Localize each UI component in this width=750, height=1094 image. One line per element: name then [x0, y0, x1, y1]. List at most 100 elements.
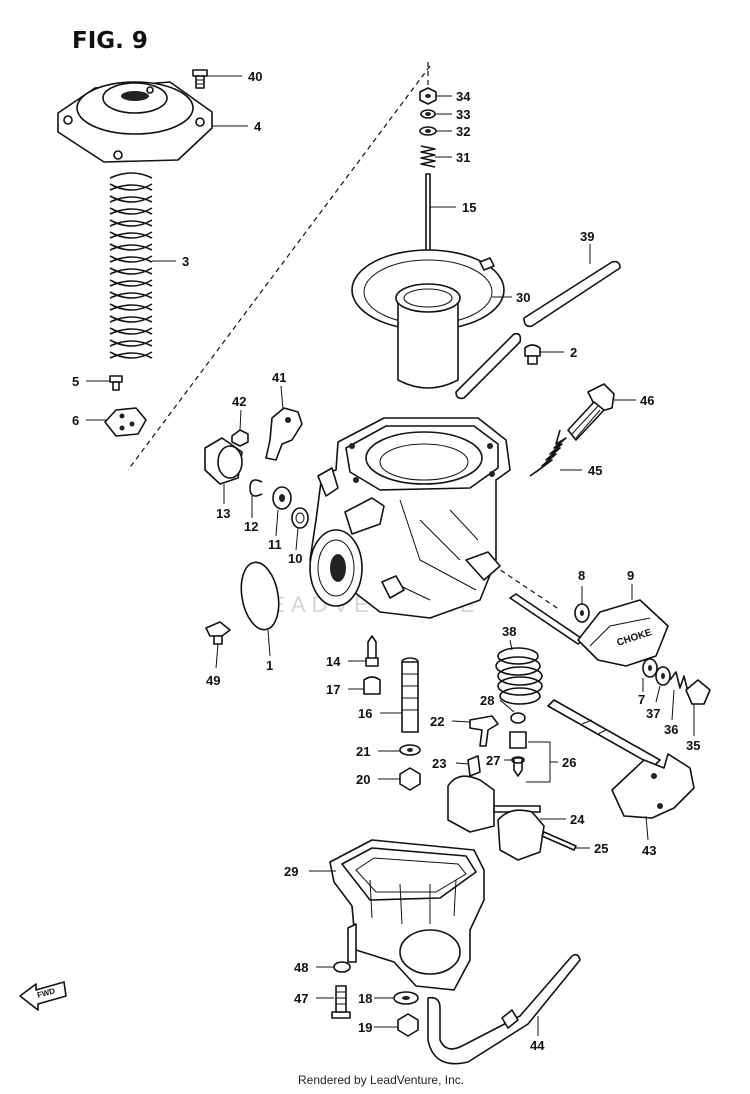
callout-13: 13	[216, 506, 230, 521]
part-18-washer	[393, 991, 419, 1005]
part-4-top-cover	[57, 81, 213, 163]
part-48-oring	[333, 961, 351, 973]
callout-26: 26	[562, 755, 576, 770]
callout-5: 5	[72, 374, 79, 389]
part-11-washer	[272, 486, 292, 510]
part-24-float	[447, 775, 545, 861]
part-23-screw	[467, 755, 481, 777]
part-19-screw	[397, 1013, 419, 1037]
callout-20: 20	[356, 772, 370, 787]
callout-15: 15	[462, 200, 476, 215]
callout-19: 19	[358, 1020, 372, 1035]
part-43-throttle-lever	[547, 699, 695, 819]
callout-27: 27	[486, 753, 500, 768]
callout-38: 38	[502, 624, 516, 639]
part-7-washer	[642, 658, 658, 678]
part-20-main-jet	[399, 767, 421, 791]
part-35-screw	[685, 679, 711, 705]
footer-credit: Rendered by LeadVenture, Inc.	[298, 1073, 464, 1087]
part-16-needle-jet	[401, 657, 419, 733]
callout-49: 49	[206, 673, 220, 688]
part-28-gasket	[510, 712, 526, 724]
callout-40: 40	[248, 69, 262, 84]
callout-17: 17	[326, 682, 340, 697]
callout-48: 48	[294, 960, 308, 975]
callout-47: 47	[294, 991, 308, 1006]
callout-7: 7	[638, 692, 645, 707]
part-49-screw	[205, 621, 231, 645]
part-14-pilot-screw	[365, 635, 379, 667]
callout-3: 3	[182, 254, 189, 269]
part-5-screw	[109, 375, 123, 391]
part-38-spring	[495, 647, 543, 705]
assembly-guide-lines	[127, 62, 561, 611]
callout-2: 2	[570, 345, 577, 360]
part-45-spring	[529, 429, 567, 477]
callout-22: 22	[430, 714, 444, 729]
carburetor-body	[309, 417, 511, 619]
callout-28: 28	[480, 693, 494, 708]
part-13-cap	[204, 437, 243, 485]
callout-31: 31	[456, 150, 470, 165]
callout-23: 23	[432, 756, 446, 771]
part-39-tube	[455, 260, 621, 400]
callout-46: 46	[640, 393, 654, 408]
part-34-nut	[419, 87, 437, 105]
fwd-arrow-icon: FWD	[19, 981, 67, 1011]
part-2-screw	[524, 344, 541, 365]
part-42-screw	[231, 429, 249, 447]
callout-labels: 40 4 3 5 6 34 33 32 31 15 39 30 2 46 45 …	[72, 69, 700, 1053]
part-8-washer	[574, 603, 590, 623]
part-21-washer	[399, 744, 421, 756]
callout-12: 12	[244, 519, 258, 534]
part-1-throttle-disc	[240, 561, 280, 631]
part-47-drain-screw	[331, 985, 351, 1019]
callout-34: 34	[456, 89, 471, 104]
callout-32: 32	[456, 124, 470, 139]
callout-21: 21	[356, 744, 370, 759]
part-37-washer	[655, 666, 671, 686]
part-9-choke-lever: CHOKE	[509, 593, 669, 667]
part-26-float-valve	[509, 731, 527, 777]
callout-18: 18	[358, 991, 372, 1006]
callout-29: 29	[284, 864, 298, 879]
callout-1: 1	[266, 658, 273, 673]
callout-9: 9	[627, 568, 634, 583]
part-36-spring	[669, 671, 689, 693]
part-44-drain-hose	[427, 953, 581, 1065]
part-29-float-chamber	[329, 839, 485, 991]
callout-37: 37	[646, 706, 660, 721]
callout-11: 11	[268, 537, 282, 552]
callout-10: 10	[288, 551, 302, 566]
callout-8: 8	[578, 568, 585, 583]
part-22-clip	[469, 715, 499, 747]
part-40-screw	[192, 69, 208, 89]
callout-25: 25	[594, 841, 608, 856]
callout-45: 45	[588, 463, 602, 478]
callout-42: 42	[232, 394, 246, 409]
callout-33: 33	[456, 107, 470, 122]
callout-43: 43	[642, 843, 656, 858]
callout-16: 16	[358, 706, 372, 721]
part-31-needle-spring	[420, 145, 436, 168]
callout-14: 14	[326, 654, 341, 669]
figure-title: FIG. 9	[72, 28, 148, 54]
callout-41: 41	[272, 370, 286, 385]
part-41-bracket	[265, 407, 303, 461]
callout-4: 4	[254, 119, 262, 134]
part-3-spring	[109, 172, 153, 359]
callout-44: 44	[530, 1038, 545, 1053]
callout-6: 6	[72, 413, 79, 428]
part-30-diaphragm-piston	[351, 249, 505, 389]
callout-30: 30	[516, 290, 530, 305]
part-25-float-pin	[541, 831, 577, 851]
callout-39: 39	[580, 229, 594, 244]
part-46-adjust-screw	[567, 383, 615, 441]
callout-24: 24	[570, 812, 585, 827]
part-10-oring	[291, 507, 309, 529]
part-17-cap	[363, 676, 381, 695]
leader-lines	[86, 75, 695, 1036]
part-6-plate	[104, 407, 147, 437]
callout-36: 36	[664, 722, 678, 737]
